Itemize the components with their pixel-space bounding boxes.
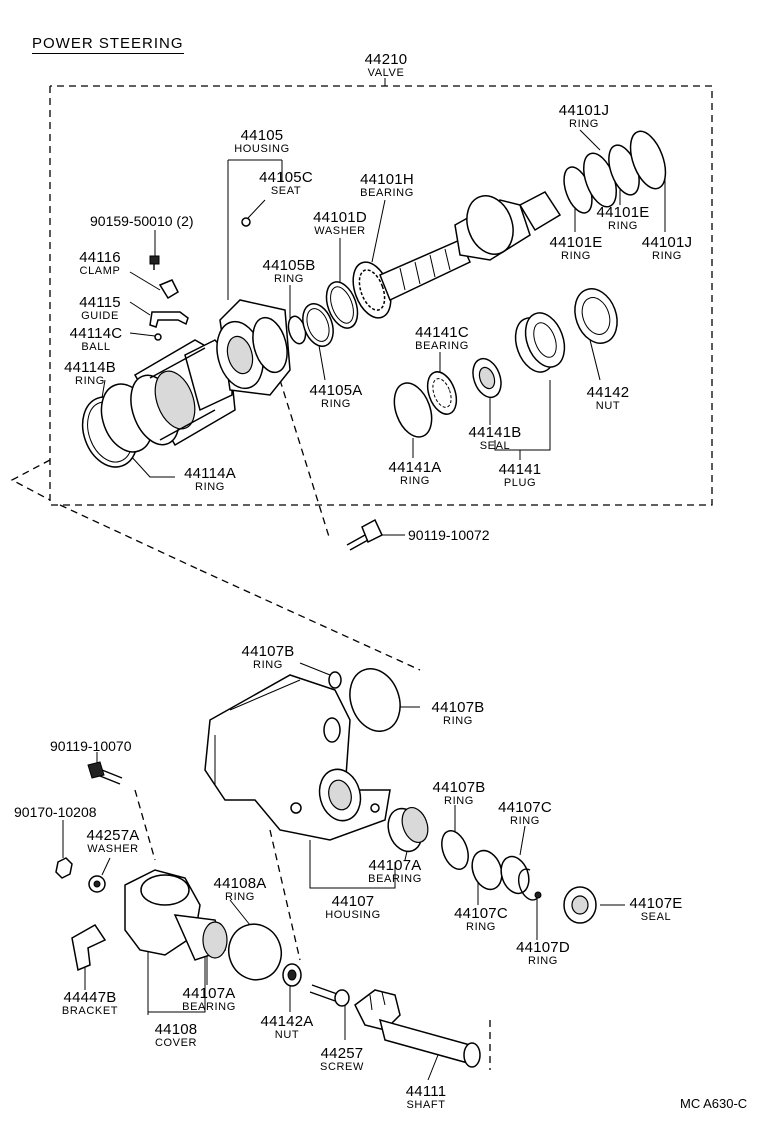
ring-44108a-part <box>228 923 282 981</box>
valve-group-boundary <box>10 85 713 671</box>
ring-44107b-large-part <box>349 668 401 732</box>
bolt-90119-10072-part <box>346 518 383 551</box>
ring-44141a-part <box>393 382 433 438</box>
gear-housing-44107-part <box>204 674 391 841</box>
bracket-44447b-part <box>71 924 107 972</box>
diagram-code: MC A630-C <box>680 1096 748 1111</box>
bolt-90119-10070-part <box>87 761 123 785</box>
nut-90170-part <box>55 857 73 879</box>
screw-44257-part <box>309 984 350 1007</box>
bearing-44107a-right-part <box>387 806 429 853</box>
plug-44141-part <box>514 312 566 373</box>
nut-44142-part <box>574 288 618 344</box>
washer-44257a-part <box>88 875 106 893</box>
ring-44107d-part <box>517 868 542 901</box>
seal-44107e-part <box>563 886 597 924</box>
leader-lines <box>62 78 666 1081</box>
label-90170-10208: 90170-10208 <box>14 804 97 820</box>
ring-44107b-mid-part <box>441 830 469 870</box>
ring-44105a-part <box>302 303 334 347</box>
label-90119-10072: 90119-10072 <box>408 527 490 543</box>
ring-44101j-outer-part <box>629 130 667 190</box>
diagram-title: POWER STEERING <box>32 35 184 54</box>
bolt-90159-part <box>149 255 160 270</box>
washer-44101d-part <box>325 281 359 329</box>
seal-44141b-part <box>472 357 502 399</box>
seat-44105c-part <box>241 217 251 227</box>
shaft-44111-part <box>354 989 481 1068</box>
clamp-44116-part <box>158 279 179 300</box>
cover-44108-part <box>124 869 228 961</box>
ball-44114c-part <box>154 333 162 341</box>
label-90119-10070: 90119-10070 <box>50 738 132 754</box>
nut-44142a-part <box>282 963 302 987</box>
bearing-44141c-part <box>426 371 458 415</box>
valve-shaft-part <box>379 191 562 302</box>
guide-44115-part <box>149 311 189 328</box>
valve-housing-part <box>216 299 291 396</box>
label-90159-50010: 90159-50010 (2) <box>90 213 194 229</box>
ring-44107c-left-part <box>471 849 503 891</box>
ring-44107c-right-part <box>500 855 530 895</box>
ring-44107b-small-part <box>328 671 342 689</box>
